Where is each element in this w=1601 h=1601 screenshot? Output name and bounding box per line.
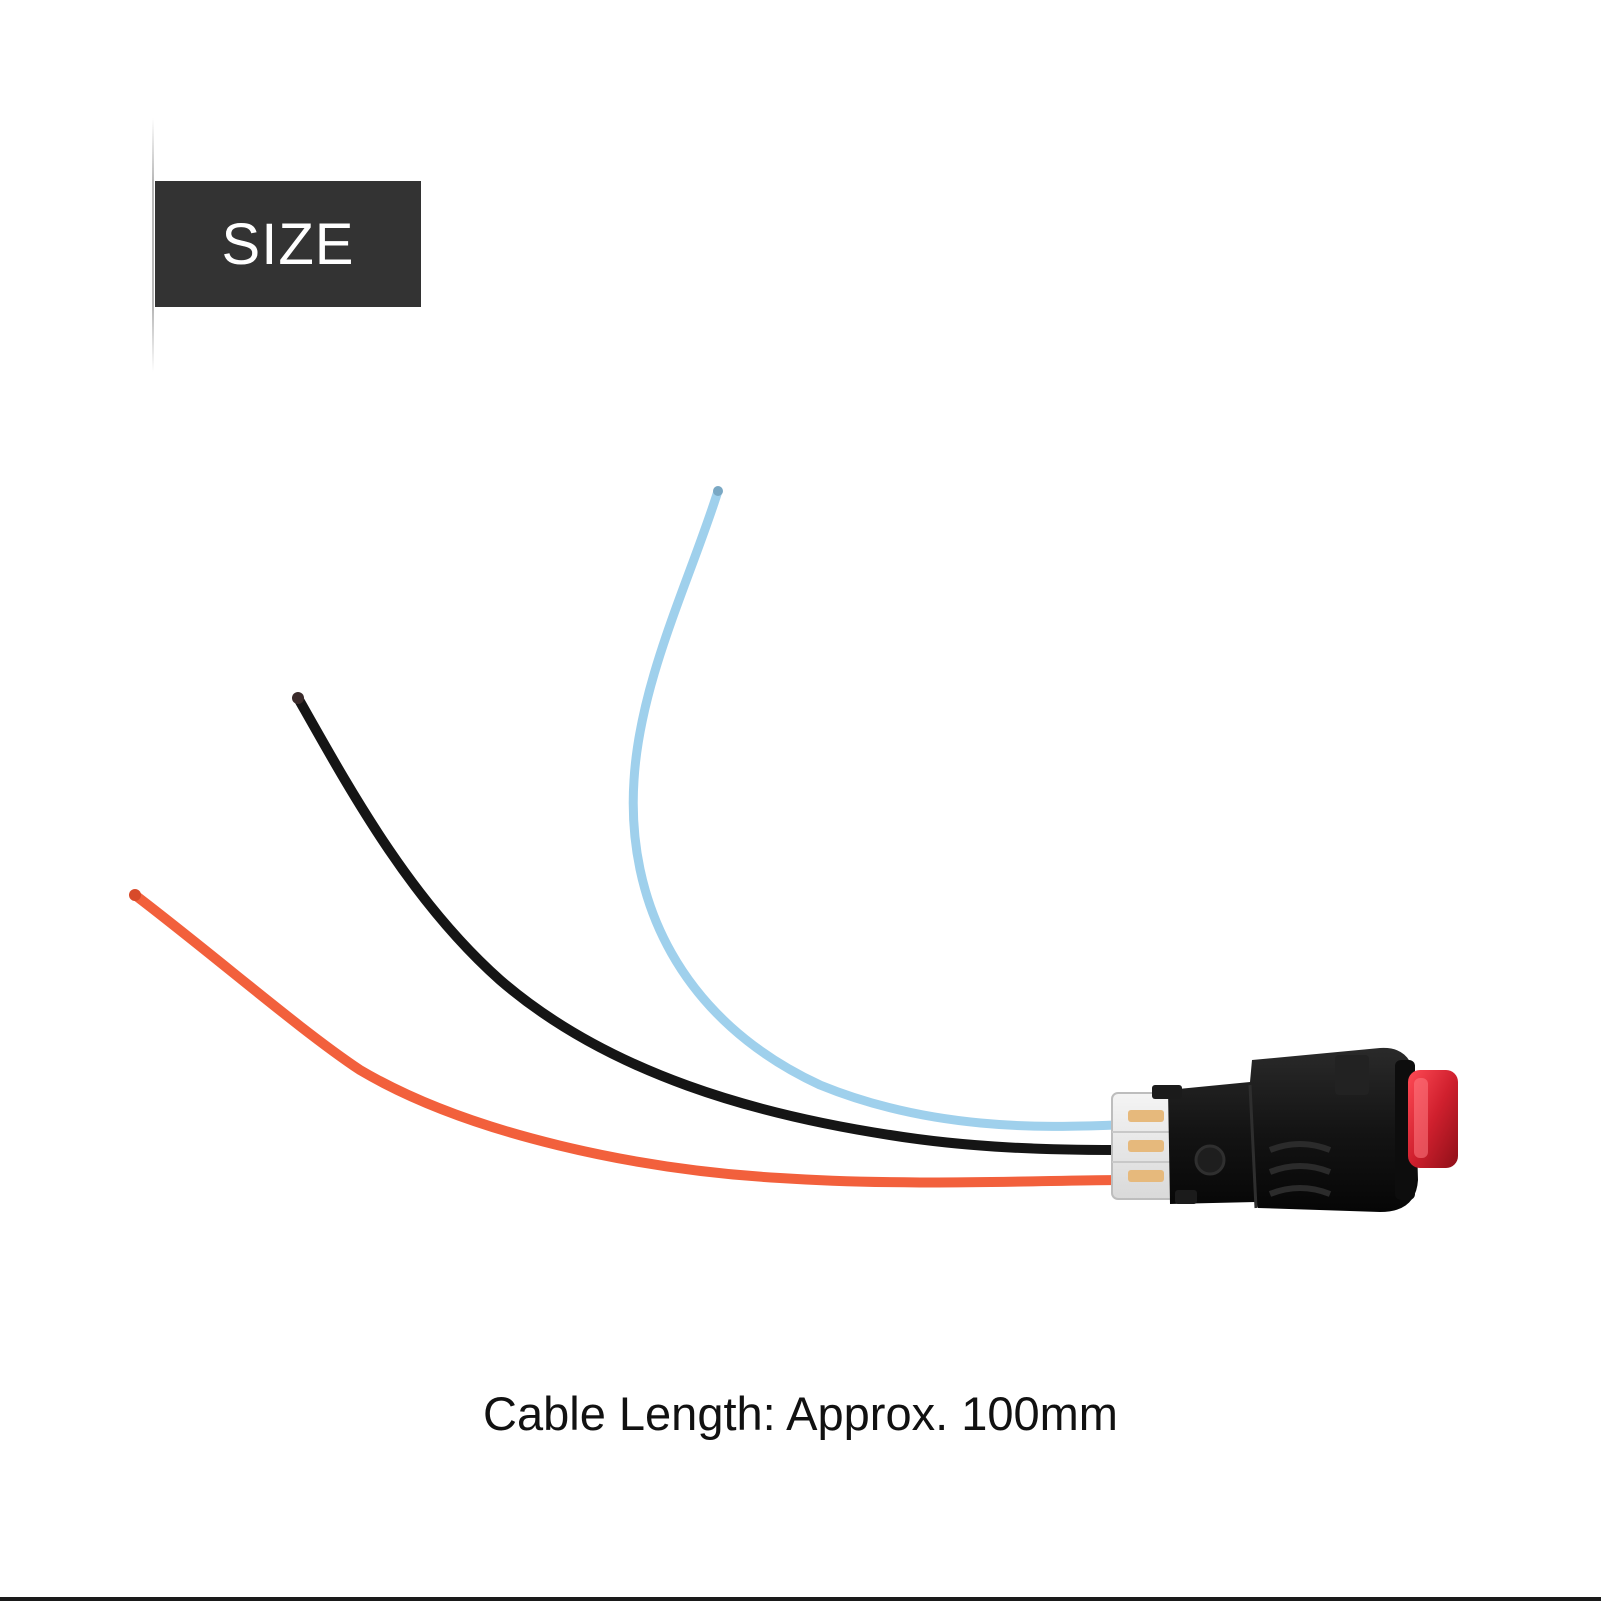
red-wire-tip: [129, 889, 141, 901]
red-push-button: [1408, 1070, 1458, 1168]
blue-wire-tip: [713, 486, 723, 496]
size-badge-label: SIZE: [221, 211, 355, 277]
blue-wire: [628, 486, 1120, 1131]
red-wire: [130, 890, 1120, 1188]
black-wire-tip: [292, 692, 304, 704]
switch-housing: [1152, 1047, 1418, 1212]
bottom-border-line: [0, 1597, 1601, 1601]
black-wire: [293, 693, 1120, 1155]
badge-accent-line: [152, 118, 154, 372]
size-badge: SIZE: [155, 181, 421, 307]
cable-length-caption: Cable Length: Approx. 100mm: [483, 1387, 1118, 1440]
terminal-block: [1111, 1092, 1183, 1200]
